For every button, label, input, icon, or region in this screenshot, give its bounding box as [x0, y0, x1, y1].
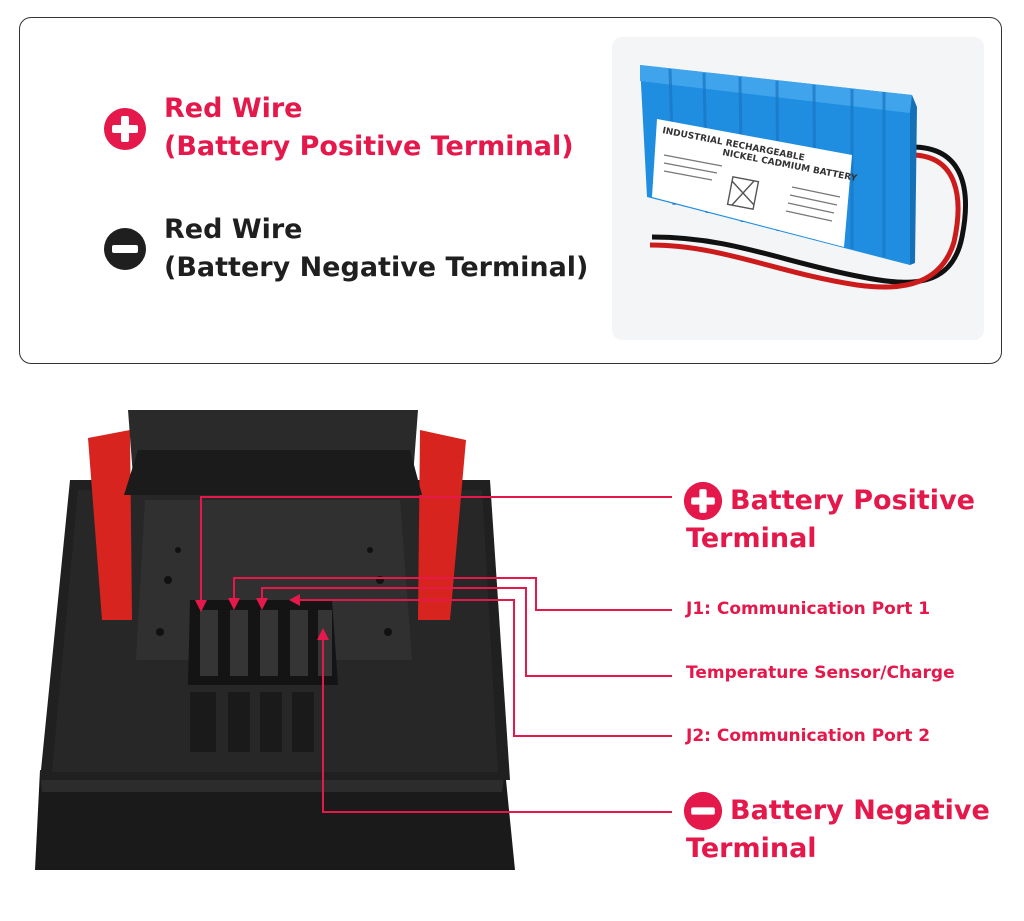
negative-arrow-icon [317, 628, 329, 640]
j2-arrow-icon [289, 594, 300, 606]
negative-terminal-line1: Battery Negative [730, 795, 990, 826]
j1-label: J1: Communication Port 1 [686, 599, 931, 619]
temp-arrow-icon [256, 598, 268, 610]
positive-terminal-line2: Terminal [686, 523, 817, 554]
minus-circle-icon [104, 228, 146, 270]
positive-terminal-leader [200, 496, 672, 605]
positive-terminal-label: Battery Positive Terminal [686, 482, 975, 558]
legend-negative-text: Red Wire (Battery Negative Terminal) [164, 211, 588, 287]
positive-terminal-line1: Battery Positive [730, 485, 975, 516]
minus-circle-icon [683, 791, 723, 831]
negative-terminal-leader [322, 638, 672, 813]
negative-terminal-label: Battery Negative Terminal [686, 792, 990, 868]
legend-positive-line2: (Battery Positive Terminal) [164, 131, 574, 162]
j1-leader [233, 577, 672, 611]
j2-leader [298, 599, 672, 737]
legend-negative-line1: Red Wire [164, 214, 303, 245]
temp-sensor-label: Temperature Sensor/Charge [686, 663, 955, 683]
temp-leader [261, 587, 672, 677]
legend-negative-line2: (Battery Negative Terminal) [164, 252, 589, 283]
negative-terminal-line2: Terminal [686, 833, 817, 864]
plus-circle-icon [104, 108, 146, 150]
plus-circle-icon [683, 481, 723, 521]
nicd-battery-pack-image: INDUSTRIAL RECHARGEABLE NICKEL CADMIUM B… [612, 37, 984, 340]
power-tool-battery-image [35, 410, 515, 870]
positive-arrow-icon [195, 600, 207, 612]
j1-arrow-icon [228, 598, 240, 610]
legend-panel [19, 17, 1002, 364]
legend-positive-line1: Red Wire [164, 93, 303, 124]
legend-positive-text: Red Wire (Battery Positive Terminal) [164, 90, 574, 166]
j2-label: J2: Communication Port 2 [686, 726, 931, 746]
